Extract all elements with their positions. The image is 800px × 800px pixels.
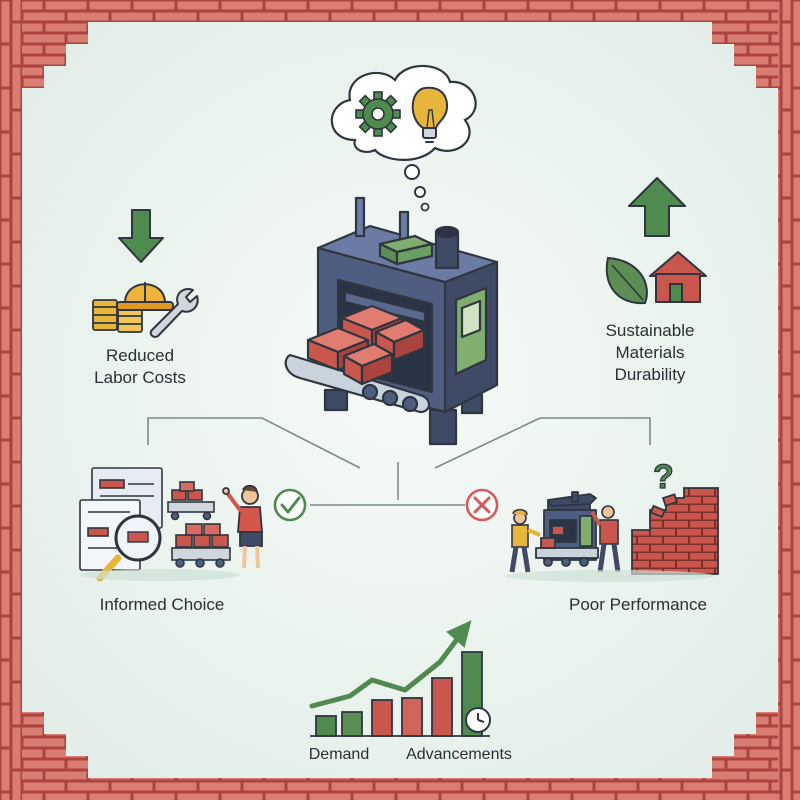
label-reduced-line2: Labor Costs <box>94 368 186 387</box>
growth-bar-3 <box>371 699 393 737</box>
house-icon <box>649 251 707 303</box>
brick-border-bottom <box>0 778 800 800</box>
corner-ornament-top-right <box>712 22 778 88</box>
corner-ornament-bottom-left <box>22 712 88 778</box>
brick-pallet-top <box>167 481 215 521</box>
label-sustainable-line1: Sustainable <box>605 321 695 340</box>
label-sustainable-line2: Materials <box>615 343 685 362</box>
shadow-right <box>505 570 715 582</box>
brick-border-right <box>778 0 800 800</box>
up-arrow-icon <box>628 177 686 237</box>
label-reduced-line1: Reduced <box>105 346 175 365</box>
lightbulb-icon <box>411 86 449 143</box>
growth-bar-2 <box>341 711 363 737</box>
brick-border-left <box>0 0 22 800</box>
label-demand: Demand <box>308 746 370 763</box>
growth-bar-5 <box>431 677 453 737</box>
growth-bar-1 <box>315 715 337 737</box>
growth-bar-4 <box>401 697 423 737</box>
coins-icon <box>92 299 143 333</box>
gear-icon <box>355 91 401 137</box>
wrench-icon <box>149 288 199 338</box>
growth-arrowhead <box>446 620 472 648</box>
corner-ornament-top-left <box>22 22 88 88</box>
shadow-left <box>80 569 240 581</box>
brick-pallet-bottom <box>171 523 231 568</box>
machine-bricks <box>306 304 426 386</box>
check-icon <box>273 488 307 522</box>
clock-icon <box>465 707 491 733</box>
connector-lines <box>147 417 651 506</box>
question-icon: ? <box>653 458 674 496</box>
label-advancements: Advancements <box>406 746 512 763</box>
small-machine <box>535 491 599 567</box>
leaf-icon <box>605 256 648 305</box>
cross-icon <box>465 488 499 522</box>
hard-hat-icon <box>116 282 174 311</box>
brick-border-top <box>0 0 800 22</box>
label-poor-performance: Poor Performance <box>569 595 707 614</box>
down-arrow-icon <box>118 209 164 263</box>
person-pointing <box>222 484 263 569</box>
brick-press-machine <box>284 196 499 446</box>
worker-right <box>590 505 621 573</box>
label-reduced-labor-costs: Reduced Labor Costs <box>78 345 202 389</box>
corner-ornament-bottom-right <box>712 712 778 778</box>
label-sustainable-materials-durability: Sustainable Materials Durability <box>586 320 714 386</box>
label-informed-choice: Informed Choice <box>99 595 225 614</box>
growth-trend-line <box>309 635 461 709</box>
label-sustainable-line3: Durability <box>614 365 686 384</box>
worker-left <box>509 508 541 573</box>
